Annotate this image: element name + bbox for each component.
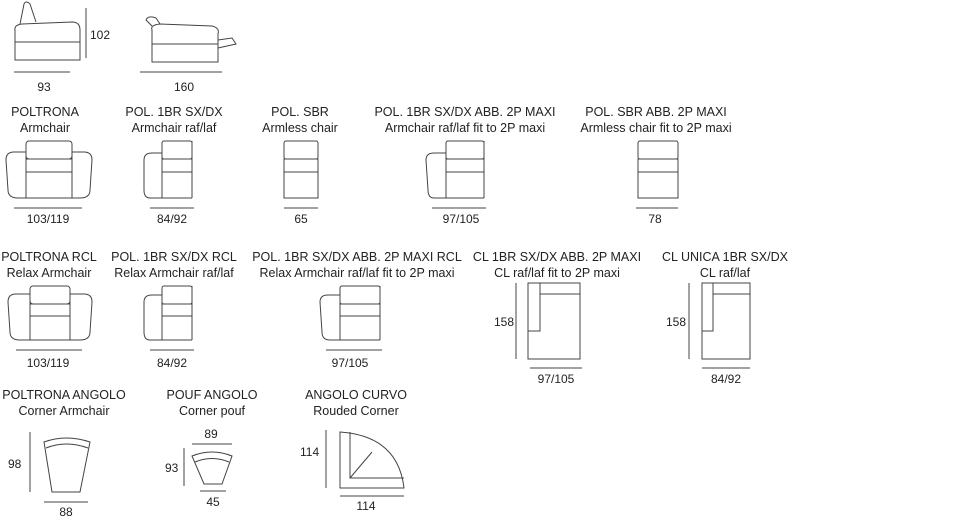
label-poltrona-angolo: POLTRONA ANGOLO Corner Armchair — [0, 387, 128, 419]
label-poltrona: POLTRONA Armchair — [0, 104, 90, 136]
item-sub: Armchair — [19, 121, 70, 135]
item-sub: Rouded Corner — [313, 404, 399, 418]
item-dimension: 65 — [294, 212, 308, 226]
item-sub: Corner Armchair — [18, 404, 110, 418]
drawing-pol-sbr-2p — [636, 140, 679, 209]
drawing-poltrona-angolo — [29, 432, 91, 503]
item-sub: Armless chair fit to 2P maxi — [580, 121, 732, 135]
drawing-pouf-angolo — [183, 443, 233, 492]
item-dimension: 84/92 — [156, 356, 188, 370]
item-name: POL. 1BR SX/DX ABB. 2P MAXI — [374, 105, 556, 119]
item-name: POL. 1BR SX/DX — [125, 105, 223, 119]
item-dimension: 45 — [206, 495, 220, 509]
item-name: POL. SBR — [271, 105, 329, 119]
label-pol-1br: POL. 1BR SX/DX Armchair raf/laf — [118, 104, 230, 136]
drawing-angolo-curvo — [325, 430, 405, 497]
item-name: POLTRONA ANGOLO — [2, 388, 126, 402]
label-poltrona-rcl: POLTRONA RCL Relax Armchair — [0, 249, 98, 281]
drawing-pol-sbr — [283, 140, 319, 209]
item-name: POL. SBR ABB. 2P MAXI — [585, 105, 727, 119]
side-view-armchair — [14, 1, 87, 73]
height-dimension: 102 — [90, 28, 111, 42]
depth-dimension: 158 — [494, 315, 515, 329]
item-dimension: 103/119 — [26, 356, 70, 370]
item-sub: Corner pouf — [178, 404, 245, 418]
item-sub: CL raf/laf fit to 2P maxi — [494, 266, 620, 280]
item-name: POL. 1BR SX/DX ABB. 2P MAXI RCL — [252, 250, 462, 264]
depth-dimension: 98 — [8, 457, 22, 471]
item-sub: CL raf/laf — [699, 266, 751, 280]
item-dimension: 84/92 — [710, 372, 742, 386]
item-sub: Relax Armchair raf/laf — [114, 266, 234, 280]
label-pol-1br-2p-rcl: POL. 1BR SX/DX ABB. 2P MAXI RCL Relax Ar… — [248, 249, 466, 281]
drawing-pol-1br-2p-rcl — [319, 285, 382, 351]
item-sub: Relax Armchair — [6, 266, 92, 280]
label-pouf-angolo: POUF ANGOLO Corner pouf — [160, 387, 264, 419]
item-dimension: 97/105 — [331, 356, 369, 370]
item-sub: Armchair raf/laf — [131, 121, 217, 135]
label-pol-1br-rcl: POL. 1BR SX/DX RCL Relax Armchair raf/la… — [106, 249, 242, 281]
width-dimension-recliner: 160 — [173, 80, 195, 94]
side-view-recliner — [140, 16, 237, 73]
item-dimension: 97/105 — [442, 212, 480, 226]
drawing-pol-1br — [143, 140, 194, 209]
item-name: POLTRONA RCL — [1, 250, 97, 264]
item-name: CL 1BR SX/DX ABB. 2P MAXI — [472, 250, 642, 264]
drawing-pol-1br-rcl — [143, 285, 194, 351]
drawing-poltrona-rcl — [7, 285, 93, 351]
item-dimension: 114 — [356, 499, 376, 513]
depth-dimension: 114 — [300, 445, 320, 459]
item-name: POLTRONA — [11, 105, 79, 119]
label-cl-unica: CL UNICA 1BR SX/DX CL raf/laf — [660, 249, 790, 281]
item-dimension: 103/119 — [26, 212, 70, 226]
label-pol-1br-2p: POL. 1BR SX/DX ABB. 2P MAXI Armchair raf… — [370, 104, 560, 136]
item-sub: Relax Armchair raf/laf fit to 2P maxi — [259, 266, 455, 280]
item-name: POUF ANGOLO — [166, 388, 258, 402]
top-dimension: 89 — [204, 427, 218, 441]
drawing-pol-1br-2p — [425, 140, 486, 209]
item-sub: Armless chair — [262, 121, 338, 135]
label-cl-1br-2p: CL 1BR SX/DX ABB. 2P MAXI CL raf/laf fit… — [470, 249, 644, 281]
drawing-poltrona — [5, 140, 93, 209]
width-dimension-armchair: 93 — [37, 80, 51, 94]
depth-dimension: 158 — [666, 315, 687, 329]
depth-dimension: 93 — [165, 461, 179, 475]
label-pol-sbr: POL. SBR Armless chair — [252, 104, 348, 136]
label-pol-sbr-2p: POL. SBR ABB. 2P MAXI Armless chair fit … — [570, 104, 742, 136]
item-dimension: 97/105 — [537, 372, 575, 386]
item-dimension: 78 — [648, 212, 662, 226]
item-dimension: 84/92 — [156, 212, 188, 226]
item-sub: Armchair raf/laf fit to 2P maxi — [384, 121, 546, 135]
item-name: CL UNICA 1BR SX/DX — [662, 250, 788, 264]
drawing-cl-1br-2p — [515, 282, 582, 369]
drawing-cl-unica — [688, 282, 751, 369]
item-name: POL. 1BR SX/DX RCL — [111, 250, 237, 264]
item-name: ANGOLO CURVO — [305, 388, 407, 402]
label-angolo-curvo: ANGOLO CURVO Rouded Corner — [300, 387, 412, 419]
item-dimension: 88 — [59, 505, 73, 519]
